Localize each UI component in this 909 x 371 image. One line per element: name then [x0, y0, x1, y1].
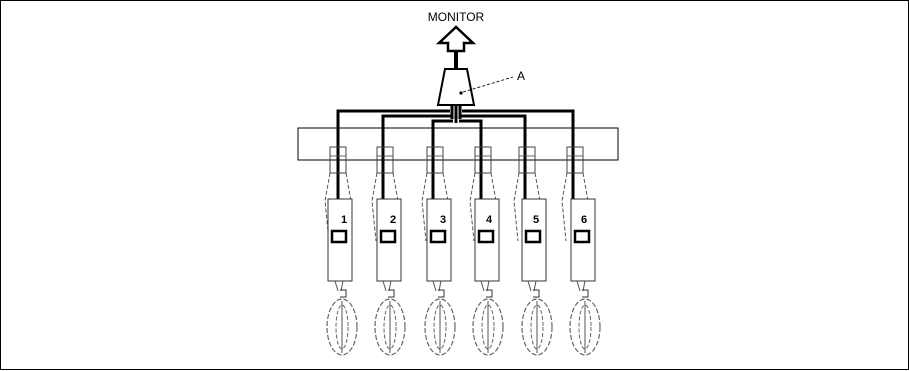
row-unit-number: 4	[486, 214, 493, 226]
row-unit	[324, 146, 358, 356]
row-unit-number: 3	[440, 214, 446, 226]
monitor-arrow	[435, 25, 477, 69]
row-unit	[561, 146, 601, 356]
module-a-label: A	[517, 69, 525, 83]
row-unit-number: 1	[341, 214, 347, 226]
row-unit	[469, 146, 504, 356]
toolbar-beam	[297, 127, 619, 161]
harness-module-a	[436, 68, 514, 106]
monitor-label: MONITOR	[428, 10, 485, 24]
row-unit	[513, 146, 553, 356]
row-unit-number: 2	[390, 214, 396, 226]
row-unit	[421, 146, 456, 356]
row-unit	[371, 146, 406, 356]
row-unit-number: 6	[581, 214, 587, 226]
row-unit-number: 5	[533, 214, 539, 226]
wiring-harness	[336, 105, 575, 231]
